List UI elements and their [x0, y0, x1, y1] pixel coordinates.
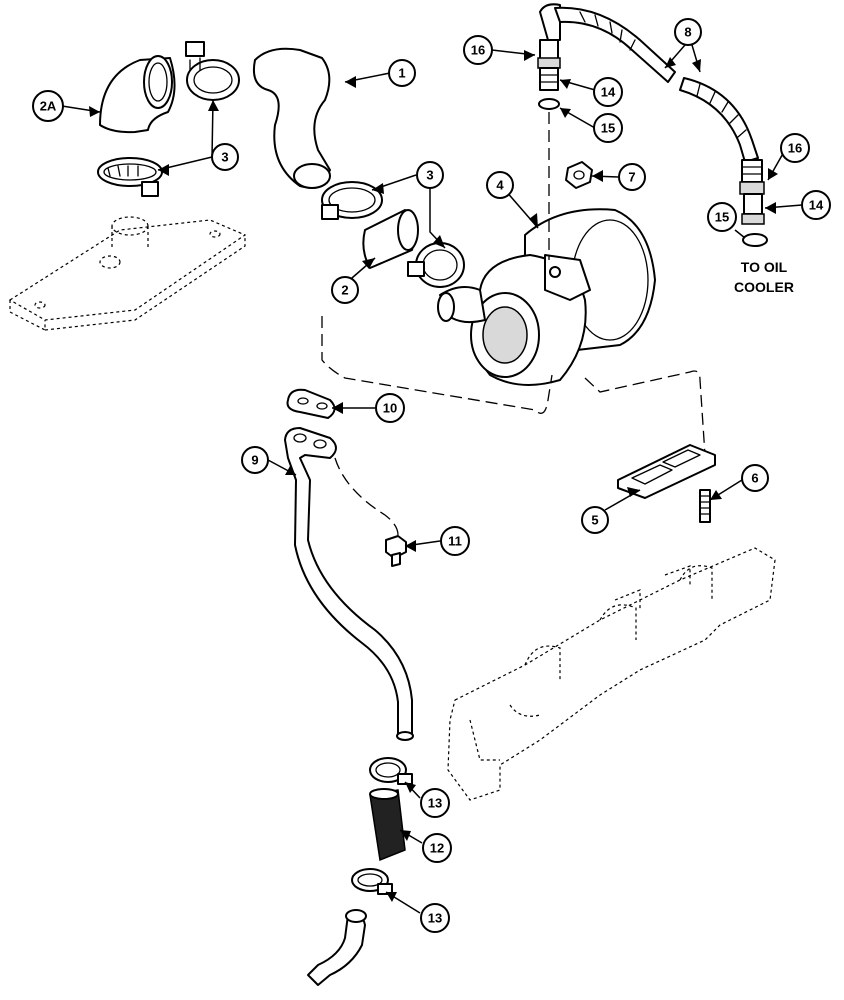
turbocharger-part: [437, 208, 656, 386]
callout-9-label: 9: [251, 453, 258, 468]
callout-11-label: 11: [448, 534, 462, 549]
callout-9: 9: [241, 446, 269, 474]
oil-cooler-note-line1: TO OIL: [741, 259, 788, 275]
oil-cooler-note: TO OIL COOLER: [734, 259, 794, 295]
callout-12: 12: [422, 833, 452, 863]
callout-2-label: 2: [341, 283, 348, 298]
callout-2: 2: [331, 276, 359, 304]
intake-adapter-phantom: [8, 216, 247, 331]
intake-hose-part: [252, 47, 331, 189]
callout-10-label: 10: [383, 401, 397, 416]
callout-8-label: 8: [684, 25, 691, 40]
hose-clamp-lower-left: [97, 157, 163, 197]
callout-10: 10: [375, 393, 405, 423]
bolt-phantom-line: [334, 457, 399, 536]
callout-7: 7: [618, 163, 646, 191]
callout-13-lower: 13: [420, 903, 450, 933]
callout-3-middle-label: 3: [426, 168, 433, 183]
callout-13-upper: 13: [420, 788, 450, 818]
turbo-mount-phantom-line: [321, 316, 706, 456]
callout-14-lower: 14: [801, 190, 831, 220]
connector-sleeve-part: [362, 209, 419, 269]
callout-14-upper: 14: [593, 77, 623, 107]
callout-13-lower-label: 13: [428, 911, 442, 926]
bolt-part: [385, 535, 407, 567]
oil-supply-hose-part: [554, 6, 768, 247]
drain-hose-part: [369, 788, 406, 862]
callout-16-lower-label: 16: [788, 141, 802, 156]
callout-15-lower: 15: [707, 202, 737, 232]
hose-clamp-drain-upper: [369, 757, 413, 785]
exhaust-manifold-phantom: [447, 547, 776, 801]
oil-drain-tube-part: [284, 427, 414, 741]
oil-cooler-note-line2: COOLER: [734, 279, 794, 295]
callout-12-label: 12: [430, 841, 444, 856]
upper-oil-fittings: [537, 3, 561, 110]
stud-part: [699, 489, 711, 523]
elbow-hose-part: [99, 55, 176, 134]
callout-15-upper: 15: [593, 113, 623, 143]
callout-14-upper-label: 14: [601, 85, 616, 100]
callout-14-lower-label: 14: [809, 198, 824, 213]
hose-clamp-middle-lower: [407, 242, 465, 288]
callout-3-middle: 3: [416, 161, 444, 189]
callout-5-label: 5: [591, 513, 598, 528]
callout-7-label: 7: [628, 170, 635, 185]
leader-arrowheads: [89, 50, 778, 902]
callout-6: 6: [741, 464, 769, 492]
callout-2a: 2A: [32, 90, 64, 122]
drain-gasket-part: [286, 388, 336, 419]
callout-1: 1: [388, 59, 416, 87]
callout-5: 5: [581, 506, 609, 534]
block-return-tube-part: [307, 909, 367, 986]
hose-clamp-middle-upper: [321, 181, 383, 220]
nut-part: [565, 161, 593, 189]
turbo-mount-gasket-part: [617, 444, 716, 499]
callout-15-upper-label: 15: [601, 121, 615, 136]
callout-6-label: 6: [751, 471, 758, 486]
callout-11: 11: [440, 526, 470, 556]
callout-16-lower: 16: [780, 133, 810, 163]
callout-2a-label: 2A: [40, 99, 57, 114]
callout-1-label: 1: [398, 66, 405, 81]
callout-8: 8: [674, 18, 702, 46]
callout-3-left-label: 3: [221, 150, 228, 165]
callout-4-label: 4: [496, 178, 504, 193]
hose-clamp-drain-lower: [351, 868, 393, 895]
callout-16-upper-label: 16: [471, 43, 485, 58]
callout-4: 4: [486, 171, 514, 199]
callout-3-left: 3: [211, 143, 239, 171]
callout-15-lower-label: 15: [715, 210, 729, 225]
callout-13-upper-label: 13: [428, 796, 442, 811]
hose-clamp-upper-left: [185, 41, 240, 101]
callout-16-upper: 16: [463, 35, 493, 65]
